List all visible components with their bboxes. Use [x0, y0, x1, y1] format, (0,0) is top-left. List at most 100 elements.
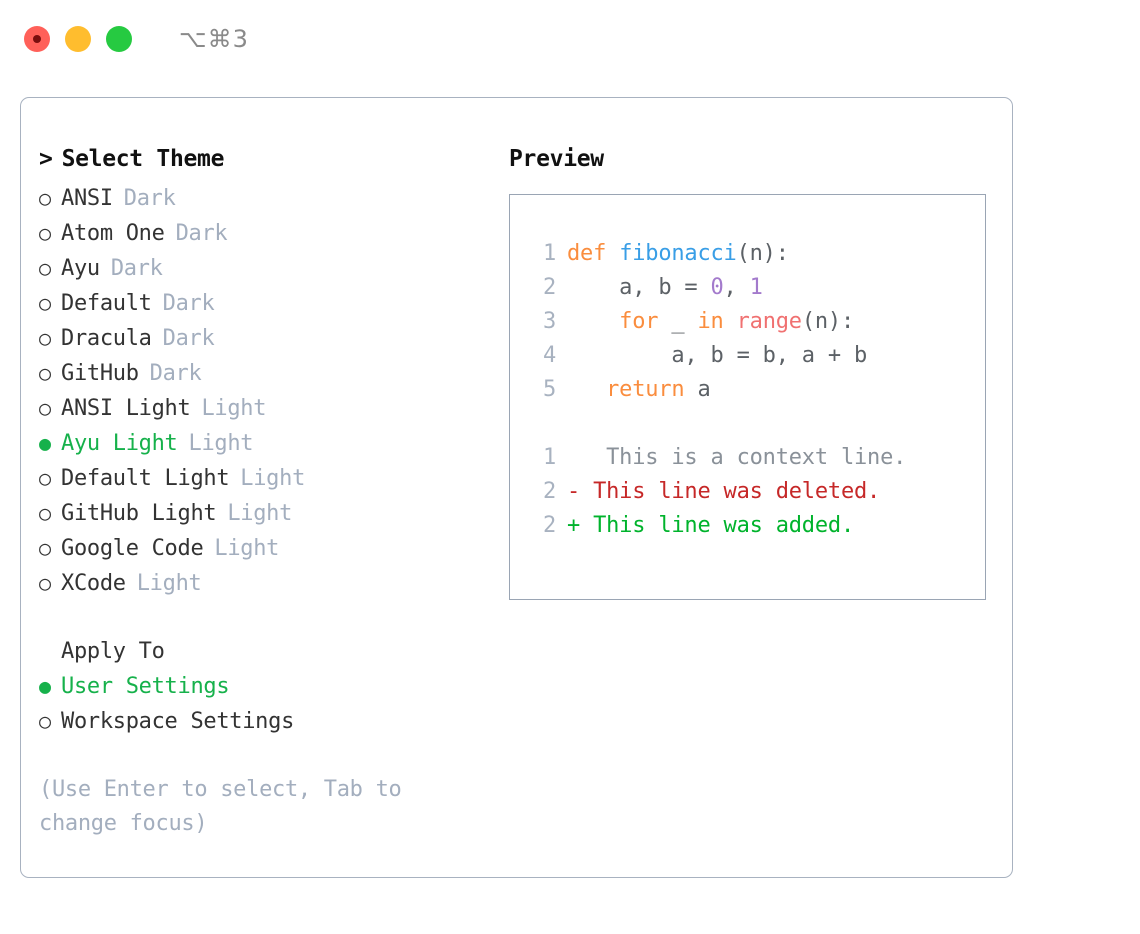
radio-selected-icon: ● — [39, 674, 51, 698]
minimize-button[interactable] — [65, 26, 91, 52]
radio-unselected-icon: ○ — [39, 326, 51, 350]
code-token-plain: a, b = — [567, 275, 711, 300]
maximize-button[interactable] — [106, 26, 132, 52]
line-number: 1 — [542, 241, 556, 266]
radio-unselected-icon: ○ — [39, 291, 51, 315]
theme-option-label: Default — [61, 291, 152, 316]
radio-unselected-icon: ○ — [39, 466, 51, 490]
window-titlebar: ⌥⌘3 — [0, 0, 1140, 78]
line-number: 2 — [542, 275, 556, 300]
theme-variant-badge: Dark — [162, 326, 215, 351]
code-line-content: def fibonacci(n): — [567, 237, 789, 271]
theme-option-github-light[interactable]: ○ GitHub Light Light — [39, 496, 509, 531]
radio-unselected-icon: ○ — [39, 256, 51, 280]
code-token-plain: (n): — [801, 309, 855, 334]
code-token-kw: in — [697, 309, 724, 334]
theme-option-label: Default Light — [61, 466, 230, 491]
theme-option-ansi-light[interactable]: ○ ANSI Light Light — [39, 391, 509, 426]
theme-variant-badge: Dark — [110, 256, 163, 281]
code-token-plain — [724, 309, 737, 334]
code-line: 1 def fibonacci(n): — [526, 237, 985, 271]
radio-unselected-icon: ○ — [39, 186, 51, 210]
apply-to-option-workspace-settings[interactable]: ○ Workspace Settings — [39, 704, 509, 739]
line-number: 2 — [542, 479, 556, 504]
theme-variant-badge: Light — [227, 501, 293, 526]
theme-variant-badge: Dark — [175, 221, 228, 246]
code-token-call: range — [736, 309, 802, 334]
code-line: 4 a, b = b, a + b — [526, 339, 985, 373]
keyboard-hint-text: (Use Enter to select, Tab to change focu… — [39, 777, 402, 836]
theme-option-dracula[interactable]: ○ Dracula Dark — [39, 321, 509, 356]
line-number: 3 — [542, 309, 556, 334]
theme-option-label: Google Code — [61, 536, 204, 561]
theme-option-atom-one[interactable]: ○ Atom One Dark — [39, 216, 509, 251]
diff-line-del: 2 - This line was deleted. — [526, 475, 985, 509]
apply-to-option-user-settings[interactable]: ● User Settings — [39, 669, 509, 704]
radio-selected-icon: ● — [39, 431, 51, 455]
select-theme-header: > Select Theme — [39, 146, 509, 172]
apply-to-header: Apply To — [61, 639, 165, 664]
theme-option-label: Ayu Light — [61, 431, 178, 456]
line-number: 1 — [542, 445, 556, 470]
line-number: 5 — [542, 377, 556, 402]
prompt-caret-icon: > — [39, 146, 53, 172]
code-token-plain: a, b = b, a + b — [567, 343, 868, 368]
line-number: 2 — [542, 513, 556, 538]
theme-option-ayu[interactable]: ○ Ayu Dark — [39, 251, 509, 286]
theme-option-label: XCode — [61, 571, 126, 596]
theme-option-ayu-light[interactable]: ● Ayu Light Light — [39, 426, 509, 461]
radio-unselected-icon: ○ — [39, 709, 51, 733]
theme-option-label: Dracula — [61, 326, 152, 351]
code-token-plain: _ — [658, 309, 698, 334]
apply-to-option-list[interactable]: ● User Settings ○ Workspace Settings — [39, 669, 509, 739]
radio-unselected-icon: ○ — [39, 396, 51, 420]
theme-variant-badge: Light — [188, 431, 254, 456]
diff-sample: 1 This is a context line.2- This line wa… — [526, 441, 985, 543]
code-token-plain: a — [684, 377, 711, 402]
theme-variant-badge: Dark — [123, 186, 176, 211]
theme-option-label: GitHub — [61, 361, 139, 386]
code-token-plain: , — [723, 275, 750, 300]
radio-unselected-icon: ○ — [39, 501, 51, 525]
theme-option-label: GitHub Light — [61, 501, 217, 526]
radio-unselected-icon: ○ — [39, 361, 51, 385]
theme-option-label: ANSI Light — [61, 396, 191, 421]
theme-variant-badge: Light — [201, 396, 267, 421]
theme-option-label: Ayu — [61, 256, 100, 281]
diff-line-content: - This line was deleted. — [567, 479, 881, 504]
code-token-num: 0 — [710, 275, 724, 300]
theme-option-xcode[interactable]: ○ XCode Light — [39, 566, 509, 601]
theme-variant-badge: Light — [136, 571, 202, 596]
code-token-num: 1 — [749, 275, 763, 300]
close-button[interactable] — [24, 26, 50, 52]
code-token-kw: return — [567, 377, 685, 402]
theme-option-label: ANSI — [61, 186, 113, 211]
radio-unselected-icon: ○ — [39, 221, 51, 245]
theme-option-ansi[interactable]: ○ ANSI Dark — [39, 181, 509, 216]
code-token-kw: for — [567, 309, 659, 334]
code-token-fn: fibonacci — [619, 241, 737, 266]
recording-indicator-dot — [33, 35, 41, 43]
code-token-kw: def — [567, 241, 620, 266]
diff-line-content: + This line was added. — [567, 513, 854, 538]
apply-to-option-label: User Settings — [61, 674, 230, 699]
radio-unselected-icon: ○ — [39, 536, 51, 560]
select-theme-title: Select Theme — [61, 146, 225, 172]
diff-line-add: 2 + This line was added. — [526, 509, 985, 543]
code-line-content: for _ in range(n): — [567, 305, 854, 339]
code-line: 2 a, b = 0, 1 — [526, 271, 985, 305]
radio-unselected-icon: ○ — [39, 571, 51, 595]
theme-option-label: Atom One — [61, 221, 165, 246]
apply-to-option-label: Workspace Settings — [61, 709, 295, 734]
code-line: 3 for _ in range(n): — [526, 305, 985, 339]
